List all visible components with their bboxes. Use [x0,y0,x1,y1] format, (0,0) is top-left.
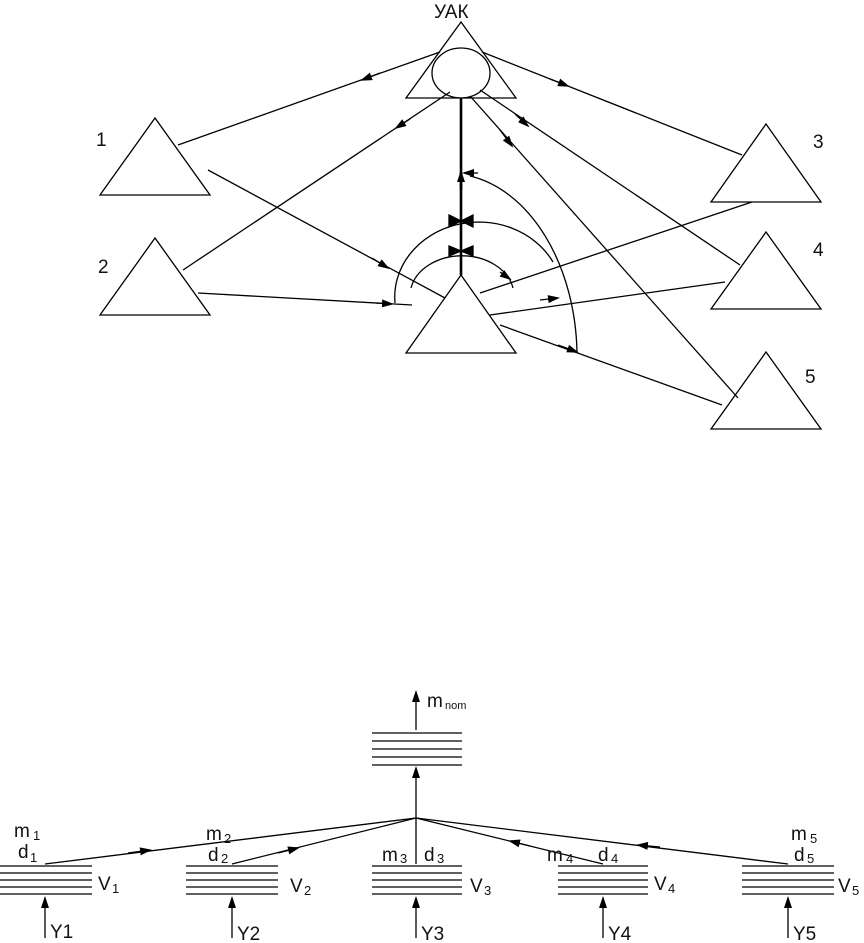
central-triangle [404,273,518,354]
stack-4-m: m [547,845,563,866]
stack-3-d: d [424,845,435,866]
node-3-triangle [709,122,823,203]
bowtie-lower [448,245,474,257]
arrow-hub-node5 [499,129,514,148]
output-m-label: m [427,691,443,712]
stack-5-v: V [838,876,851,897]
stack-5-m-sub: 5 [810,831,817,846]
stack-4-m-sub: 4 [566,851,573,866]
stack-4-d-sub: 4 [611,851,618,866]
flow-arrow-4 [508,839,531,848]
stack-3-y: Y3 [421,924,444,943]
link-node4-central [489,281,726,316]
stack-1-m-sub: 1 [33,828,40,843]
stack-2-m-sub: 2 [224,831,231,846]
link-hub-node2 [182,91,451,271]
node-1-triangle [98,116,212,196]
arrow-hub-node4 [514,113,530,128]
stack-5 [742,865,834,895]
flow-line-2 [231,817,417,865]
arrow-hub-node3 [549,78,570,87]
node-3-label: 3 [813,132,824,153]
stack-4-y: Y4 [608,924,632,943]
stack-2 [186,865,278,895]
stack-1-y: Y1 [50,922,73,943]
node-5-label: 5 [805,367,816,388]
stack-2-d: d [208,845,219,866]
arc-inner-arrow [499,269,512,281]
stack-2-y: Y2 [237,924,260,943]
stack-4 [558,865,648,895]
stack-1 [0,865,92,895]
stack-1-m: m [14,821,30,842]
flow-line-1 [44,817,417,865]
stack-4-v-sub: 4 [668,881,675,896]
stack-1-d-sub: 1 [30,850,37,865]
stack-2-d-sub: 2 [221,851,228,866]
stack-3 [372,865,462,895]
stack-3-m: m [382,845,398,866]
network-diagram: УАК 1 2 3 4 5 [96,2,824,430]
node-5-triangle [709,350,823,430]
hub-label: УАК [434,2,469,23]
node-2-label: 2 [98,257,109,278]
node-4-triangle [709,230,823,310]
flow-arrow-1 [127,847,152,856]
link-node1-central [207,169,446,299]
stack-2-v-sub: 2 [304,883,311,898]
arrow-hub-node2 [394,118,411,130]
stack-2-v: V [290,876,303,897]
stack-4-v: V [654,874,667,895]
link-hub-node1 [177,51,441,146]
stack-5-y: Y5 [793,924,816,943]
link-node3-central [479,201,753,294]
aggregation-diagram: m nom [0,690,859,943]
arc-outer [469,175,578,353]
stack-3-v-sub: 3 [484,883,491,898]
stack-4-d: d [598,845,609,866]
stack-1-d: d [18,842,29,863]
bowtie-upper [448,213,474,229]
link-hub-node5 [469,95,739,399]
stack-3-d-sub: 3 [437,851,444,866]
stack-2-m: m [206,824,222,845]
stack-1-v-sub: 1 [112,881,119,896]
node-4-label: 4 [813,240,824,261]
output-stack [372,732,462,766]
node-2-triangle [98,236,212,316]
flow-line-5 [415,817,789,865]
arrow-hub-node1 [360,72,381,81]
arrow-node5-central [557,344,579,353]
link-node5-central [499,324,723,406]
stack-5-d-sub: 5 [807,851,814,866]
arc-middle [394,221,554,304]
stack-5-m: m [791,824,807,845]
node-1-label: 1 [96,130,107,151]
arrow-node1-central [371,257,390,270]
output-nom-sub: nom [445,700,466,712]
link-hub-node4 [479,89,741,266]
stack-1-v: V [98,874,111,895]
arrow-node2-central [375,299,394,308]
stack-5-d: d [794,845,805,866]
stack-5-v-sub: 5 [852,883,859,898]
flow-arrow-5 [636,841,661,850]
link-hub-node3 [481,51,743,156]
flow-arrow-2 [277,846,300,855]
stack-3-m-sub: 3 [400,851,407,866]
stack-3-v: V [470,876,483,897]
arrow-node4-central [539,295,560,304]
